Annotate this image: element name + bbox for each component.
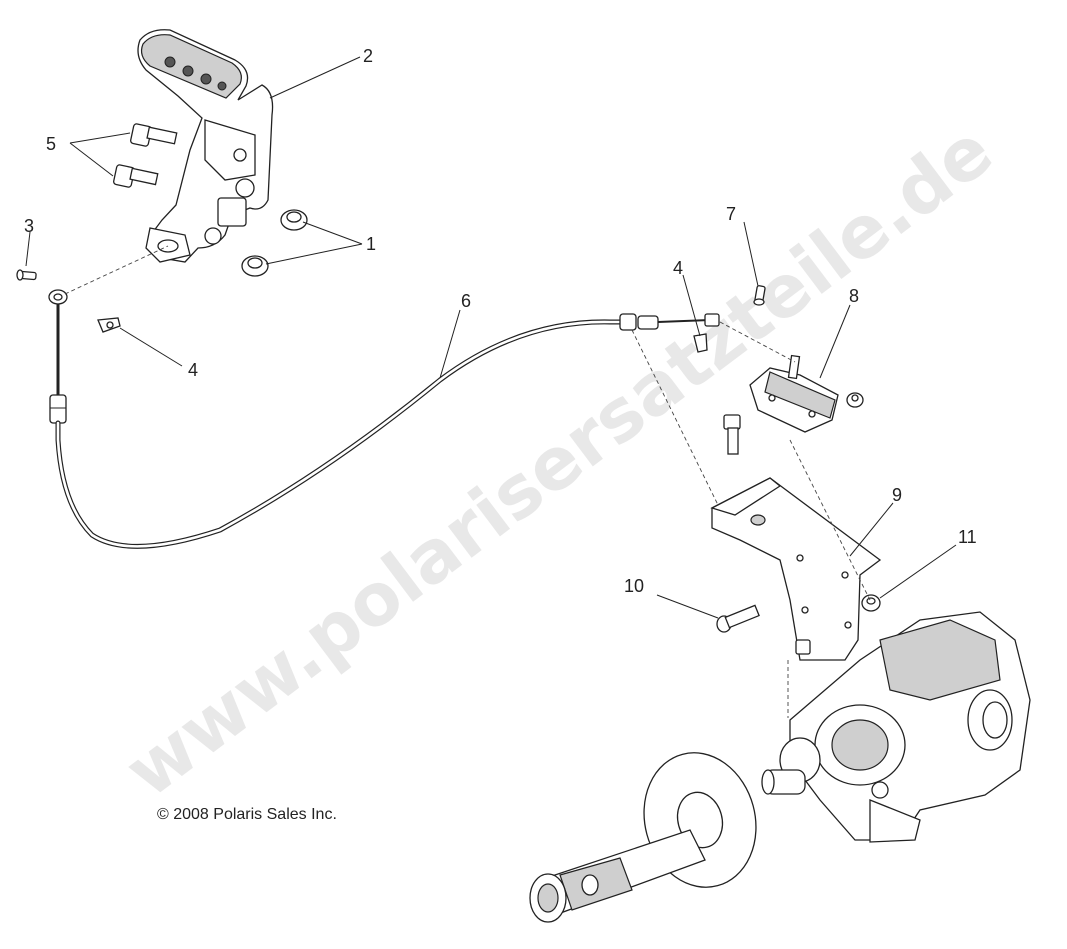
- callout-1: 1: [366, 234, 376, 254]
- callout-10: 10: [624, 576, 644, 596]
- callout-6: 6: [461, 291, 471, 311]
- brake-cable-icon[interactable]: [48, 289, 720, 549]
- parking-brake-lever-icon[interactable]: [137, 29, 274, 263]
- callout-4-left: 4: [188, 360, 198, 380]
- bolt-icon[interactable]: [113, 123, 178, 188]
- callout-3: 3: [24, 216, 34, 236]
- callout-2: 2: [363, 46, 373, 66]
- gearcase-icon: [761, 611, 1031, 843]
- callout-5: 5: [46, 134, 56, 154]
- brake-disc-icon: [529, 752, 757, 923]
- brake-caliper-icon[interactable]: [723, 354, 864, 455]
- callout-11: 11: [958, 527, 977, 547]
- leader-lines: [25, 56, 957, 619]
- callout-labels: 1 2 3 4 4 5 6 7 8 9 10 11: [24, 46, 977, 596]
- pin-icon[interactable]: [16, 269, 37, 281]
- nut-icon[interactable]: [861, 594, 881, 612]
- pin-icon[interactable]: [753, 285, 766, 306]
- bolt-icon[interactable]: [716, 604, 760, 633]
- clip-icon[interactable]: [693, 333, 708, 353]
- flange-nut-icon[interactable]: [241, 209, 308, 277]
- callout-8: 8: [849, 286, 859, 306]
- assembly-lines: [64, 245, 871, 718]
- copyright-text: © 2008 Polaris Sales Inc.: [157, 806, 337, 823]
- mounting-bracket-icon[interactable]: [710, 477, 882, 661]
- callout-9: 9: [892, 485, 902, 505]
- callout-4-right: 4: [673, 258, 683, 278]
- clip-icon[interactable]: [97, 317, 121, 333]
- callout-7: 7: [726, 204, 736, 224]
